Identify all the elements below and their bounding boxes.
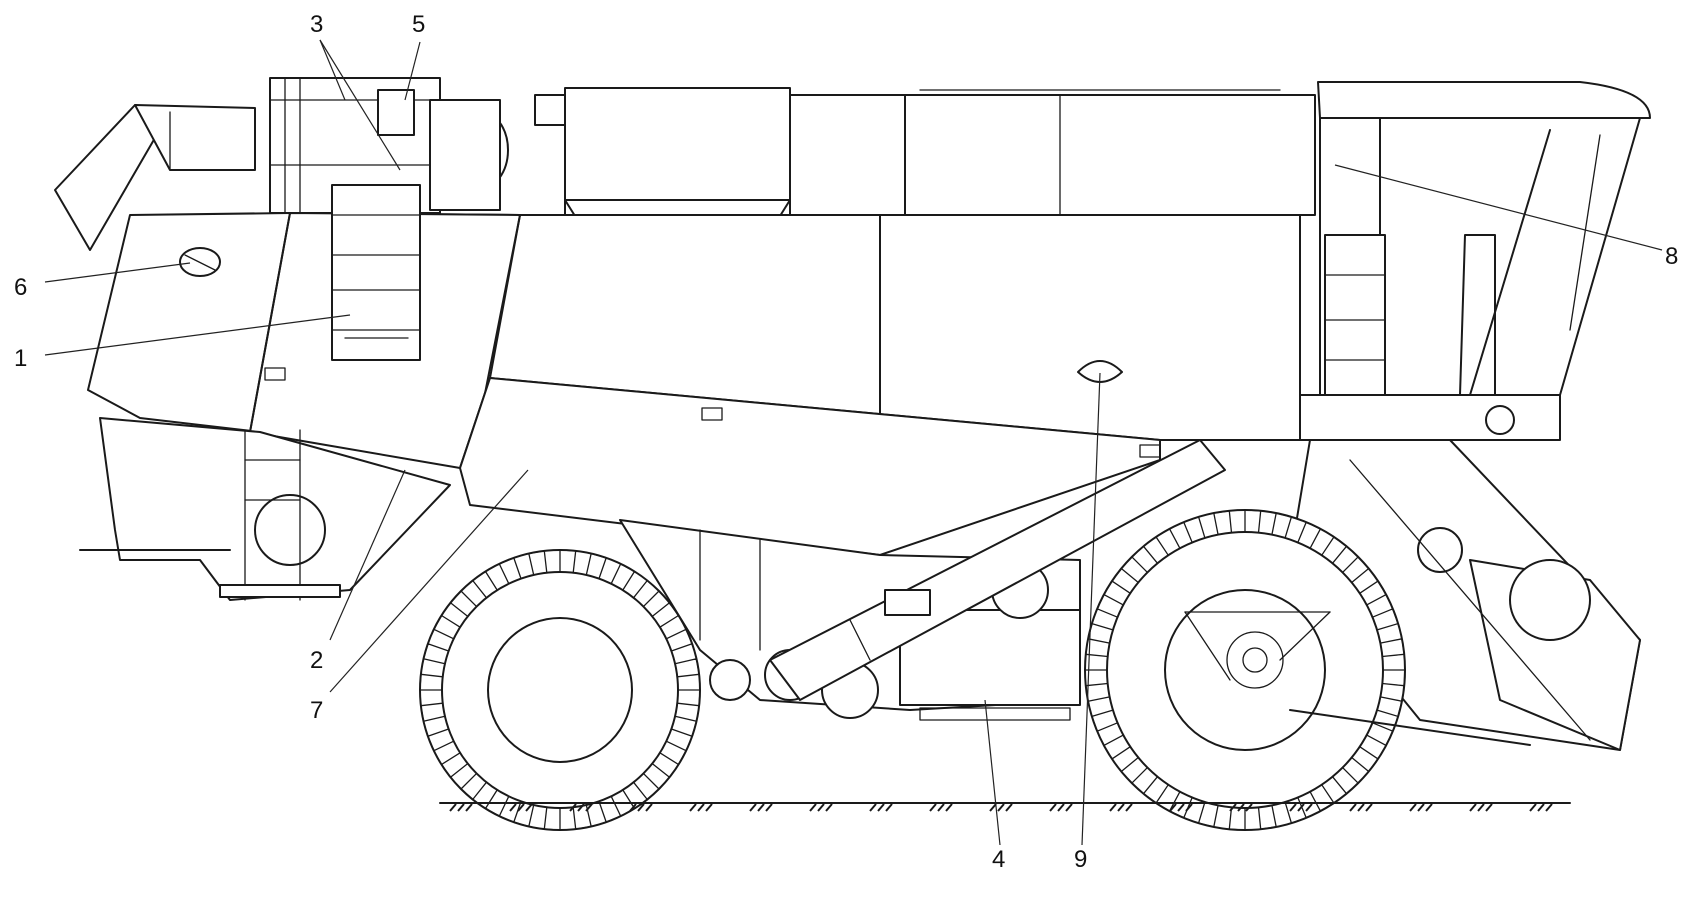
ground-hatch-mark: [1297, 803, 1305, 812]
ground-hatch-mark: [1469, 803, 1477, 812]
ground-hatch-mark: [765, 803, 773, 812]
ground-hatch-mark: [1065, 803, 1073, 812]
leader-2: [329, 469, 406, 641]
ladder-1: [331, 184, 421, 361]
ground-hatch-mark: [989, 803, 997, 812]
callout-9: 9: [1074, 846, 1087, 873]
front-wheel: [1084, 509, 1531, 831]
leader-6: [44, 262, 191, 283]
rear-hopper: [79, 417, 451, 601]
ground-hatch-mark: [825, 803, 833, 812]
rear-wheel: [419, 549, 701, 831]
ground-hatch-mark: [449, 803, 457, 812]
ground-hatch-mark: [1049, 803, 1057, 812]
ground-hatch-mark: [1537, 803, 1545, 812]
ground-hatch-mark: [705, 803, 713, 812]
callout-6: 6: [14, 274, 27, 301]
ground-hatch-mark: [1237, 803, 1245, 812]
ground-hatch-mark: [809, 803, 817, 812]
ground-hatch-mark: [1289, 803, 1297, 812]
leader-7: [329, 469, 529, 693]
ground-hatch-mark: [1485, 803, 1493, 812]
ground-hatch-mark: [945, 803, 953, 812]
ground-hatch-mark: [1529, 803, 1537, 812]
ground-hatch-mark: [525, 803, 533, 812]
ground-hatch-mark: [1425, 803, 1433, 812]
feeder-house: [1289, 439, 1641, 751]
callout-4: 4: [992, 846, 1005, 873]
ground-hatch-mark: [1177, 803, 1185, 812]
ground-hatch-mark: [637, 803, 645, 812]
ground-hatch-mark: [585, 803, 593, 812]
leader-8: [1334, 164, 1663, 251]
ground-hatch-mark: [645, 803, 653, 812]
ground-hatch-mark: [877, 803, 885, 812]
ground-hatch-mark: [1109, 803, 1117, 812]
ground-hatch-mark: [1305, 803, 1313, 812]
ground-hatch-mark: [569, 803, 577, 812]
leader-lines: [44, 39, 1663, 846]
leader-1: [44, 314, 351, 356]
ground-hatch-mark: [1357, 803, 1365, 812]
leader-3b: [319, 39, 401, 171]
ground-hatch-mark: [1545, 803, 1553, 812]
ground-line: [439, 802, 1571, 812]
sight-glass-9: [1077, 360, 1123, 383]
ground-hatch-mark: [1117, 803, 1125, 812]
top-deck: [269, 77, 1316, 233]
ground-hatch-mark: [1365, 803, 1373, 812]
ground-hatch-mark: [689, 803, 697, 812]
leader-4: [984, 699, 1001, 846]
callout-3: 3: [310, 11, 323, 38]
ground-hatch-mark: [885, 803, 893, 812]
unloading-auger: [54, 104, 256, 251]
ground-hatch-mark: [697, 803, 705, 812]
tank-5: [377, 89, 415, 136]
ground-hatch-mark: [629, 803, 637, 812]
leader-5: [404, 41, 421, 101]
ground-hatch-mark: [1245, 803, 1253, 812]
ground-hatch-mark: [1005, 803, 1013, 812]
ground-hatch-mark: [929, 803, 937, 812]
ground-hatch-mark: [1169, 803, 1177, 812]
ground-hatch-mark: [869, 803, 877, 812]
ground-hatch-mark: [757, 803, 765, 812]
ground-hatch-mark: [749, 803, 757, 812]
callout-2: 2: [310, 647, 323, 674]
ground-hatch-mark: [1417, 803, 1425, 812]
callout-7: 7: [310, 697, 323, 724]
callout-labels: 1 2 3 4 5 6 7 8 9: [14, 11, 1678, 873]
ground-hatch-mark: [509, 803, 517, 812]
cab: [1299, 81, 1651, 441]
callout-8: 8: [1665, 243, 1678, 270]
ground-hatch-mark: [1229, 803, 1237, 812]
ground-hatch-mark: [577, 803, 585, 812]
ground-hatch-mark: [937, 803, 945, 812]
ground-hatch-mark: [1477, 803, 1485, 812]
callout-5: 5: [412, 11, 425, 38]
ground-hatch-mark: [1349, 803, 1357, 812]
ground-hatch-mark: [817, 803, 825, 812]
ground-hatch-mark: [997, 803, 1005, 812]
callout-1: 1: [14, 345, 27, 372]
ground-hatch-mark: [457, 803, 465, 812]
feeder-boom: [769, 439, 1226, 701]
ground-hatch-mark: [1057, 803, 1065, 812]
ground-hatch-mark: [465, 803, 473, 812]
ground-hatch-mark: [1185, 803, 1193, 812]
ground-hatch-mark: [1409, 803, 1417, 812]
ground-hatch-mark: [1125, 803, 1133, 812]
leader-9: [1081, 372, 1101, 846]
leader-3a: [319, 39, 346, 101]
ground-hatch-mark: [517, 803, 525, 812]
